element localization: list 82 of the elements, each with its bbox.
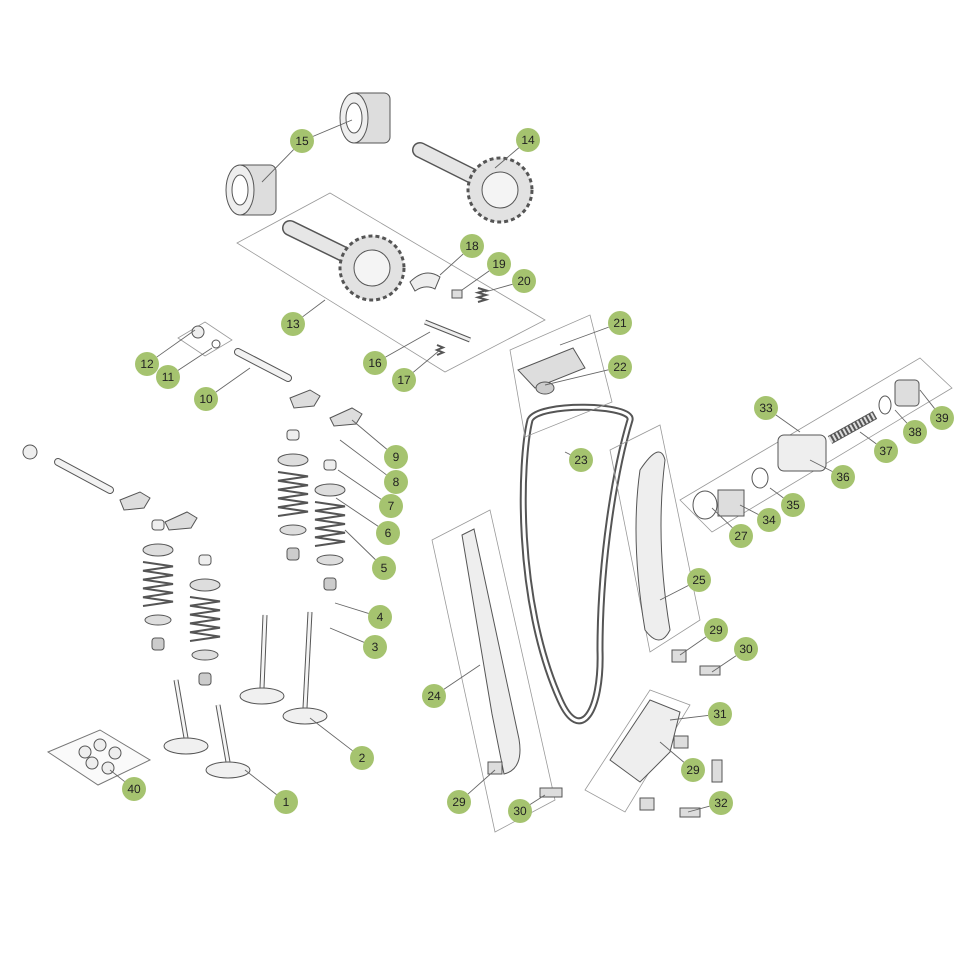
leader-line (740, 504, 759, 515)
callout-number: 20 (512, 269, 536, 293)
callout-number: 12 (135, 352, 159, 376)
leader-line (920, 390, 936, 410)
callout-number: 32 (709, 791, 733, 815)
leader-line (215, 368, 250, 393)
leader-line (310, 718, 353, 752)
leader-line (860, 432, 877, 444)
leader-line (775, 414, 800, 432)
leader-line (560, 326, 610, 346)
leader-line (156, 330, 196, 358)
callout-number: 30 (734, 637, 758, 661)
leader-line (302, 300, 326, 318)
leader-line (178, 348, 212, 371)
leader-line (344, 530, 376, 560)
leader-line (810, 460, 833, 472)
callout-number: 3 (363, 635, 387, 659)
leader-line (110, 770, 126, 782)
callout-number: 24 (422, 684, 446, 708)
callout-number: 25 (687, 568, 711, 592)
leader-line (444, 664, 480, 690)
callout-number: 37 (874, 439, 898, 463)
leader-line (462, 270, 490, 290)
leader-line (334, 602, 369, 614)
leader-line (336, 498, 378, 527)
callout-number: 30 (508, 799, 532, 823)
leader-line (412, 350, 440, 373)
leader-line (494, 147, 520, 168)
leader-line (680, 636, 707, 656)
leader-line (352, 420, 388, 450)
leader-line (544, 369, 609, 386)
callout-number: 9 (384, 445, 408, 469)
callout-number: 29 (447, 790, 471, 814)
callout-number: 38 (903, 420, 927, 444)
callout-number: 29 (681, 758, 705, 782)
leader-line (484, 284, 513, 292)
callout-number: 18 (460, 234, 484, 258)
leader-line (262, 149, 294, 182)
callout-number: 1 (274, 790, 298, 814)
leader-line (468, 770, 496, 794)
callout-number: 13 (281, 312, 305, 336)
callout-number: 39 (930, 406, 954, 430)
callout-number: 16 (363, 351, 387, 375)
callout-number: 33 (754, 396, 778, 420)
leader-line (564, 452, 571, 456)
callout-number: 35 (781, 493, 805, 517)
callout-number: 27 (729, 524, 753, 548)
callout-number: 14 (516, 128, 540, 152)
leader-line (340, 440, 387, 476)
leader-line (712, 508, 733, 528)
callout-number: 17 (392, 368, 416, 392)
callout-number: 34 (757, 508, 781, 532)
callout-number: 31 (708, 702, 732, 726)
callout-number: 4 (368, 605, 392, 629)
callout-number: 22 (608, 355, 632, 379)
leader-line (244, 770, 277, 796)
leader-line (688, 806, 710, 812)
callout-number: 23 (569, 448, 593, 472)
callout-number: 15 (290, 129, 314, 153)
leader-line (770, 488, 784, 498)
callout-number: 5 (372, 556, 396, 580)
callout-number: 7 (379, 494, 403, 518)
callout-number: 21 (608, 311, 632, 335)
callout-number: 36 (831, 465, 855, 489)
callout-number: 11 (156, 365, 180, 389)
leader-line (670, 714, 709, 720)
callout-number: 29 (704, 618, 728, 642)
leader-line (338, 470, 382, 500)
callout-number: 2 (350, 746, 374, 770)
leader-line (440, 254, 464, 276)
callout-number: 40 (122, 777, 146, 801)
leader-line (712, 655, 736, 672)
leader-line (330, 628, 364, 643)
callout-number: 8 (384, 470, 408, 494)
leader-line (312, 120, 352, 137)
leader-line (385, 332, 430, 358)
leader-line (530, 794, 546, 805)
callout-number: 10 (194, 387, 218, 411)
leader-line (660, 585, 689, 600)
callout-number: 6 (376, 521, 400, 545)
callout-number: 19 (487, 252, 511, 276)
leader-line (894, 410, 908, 424)
